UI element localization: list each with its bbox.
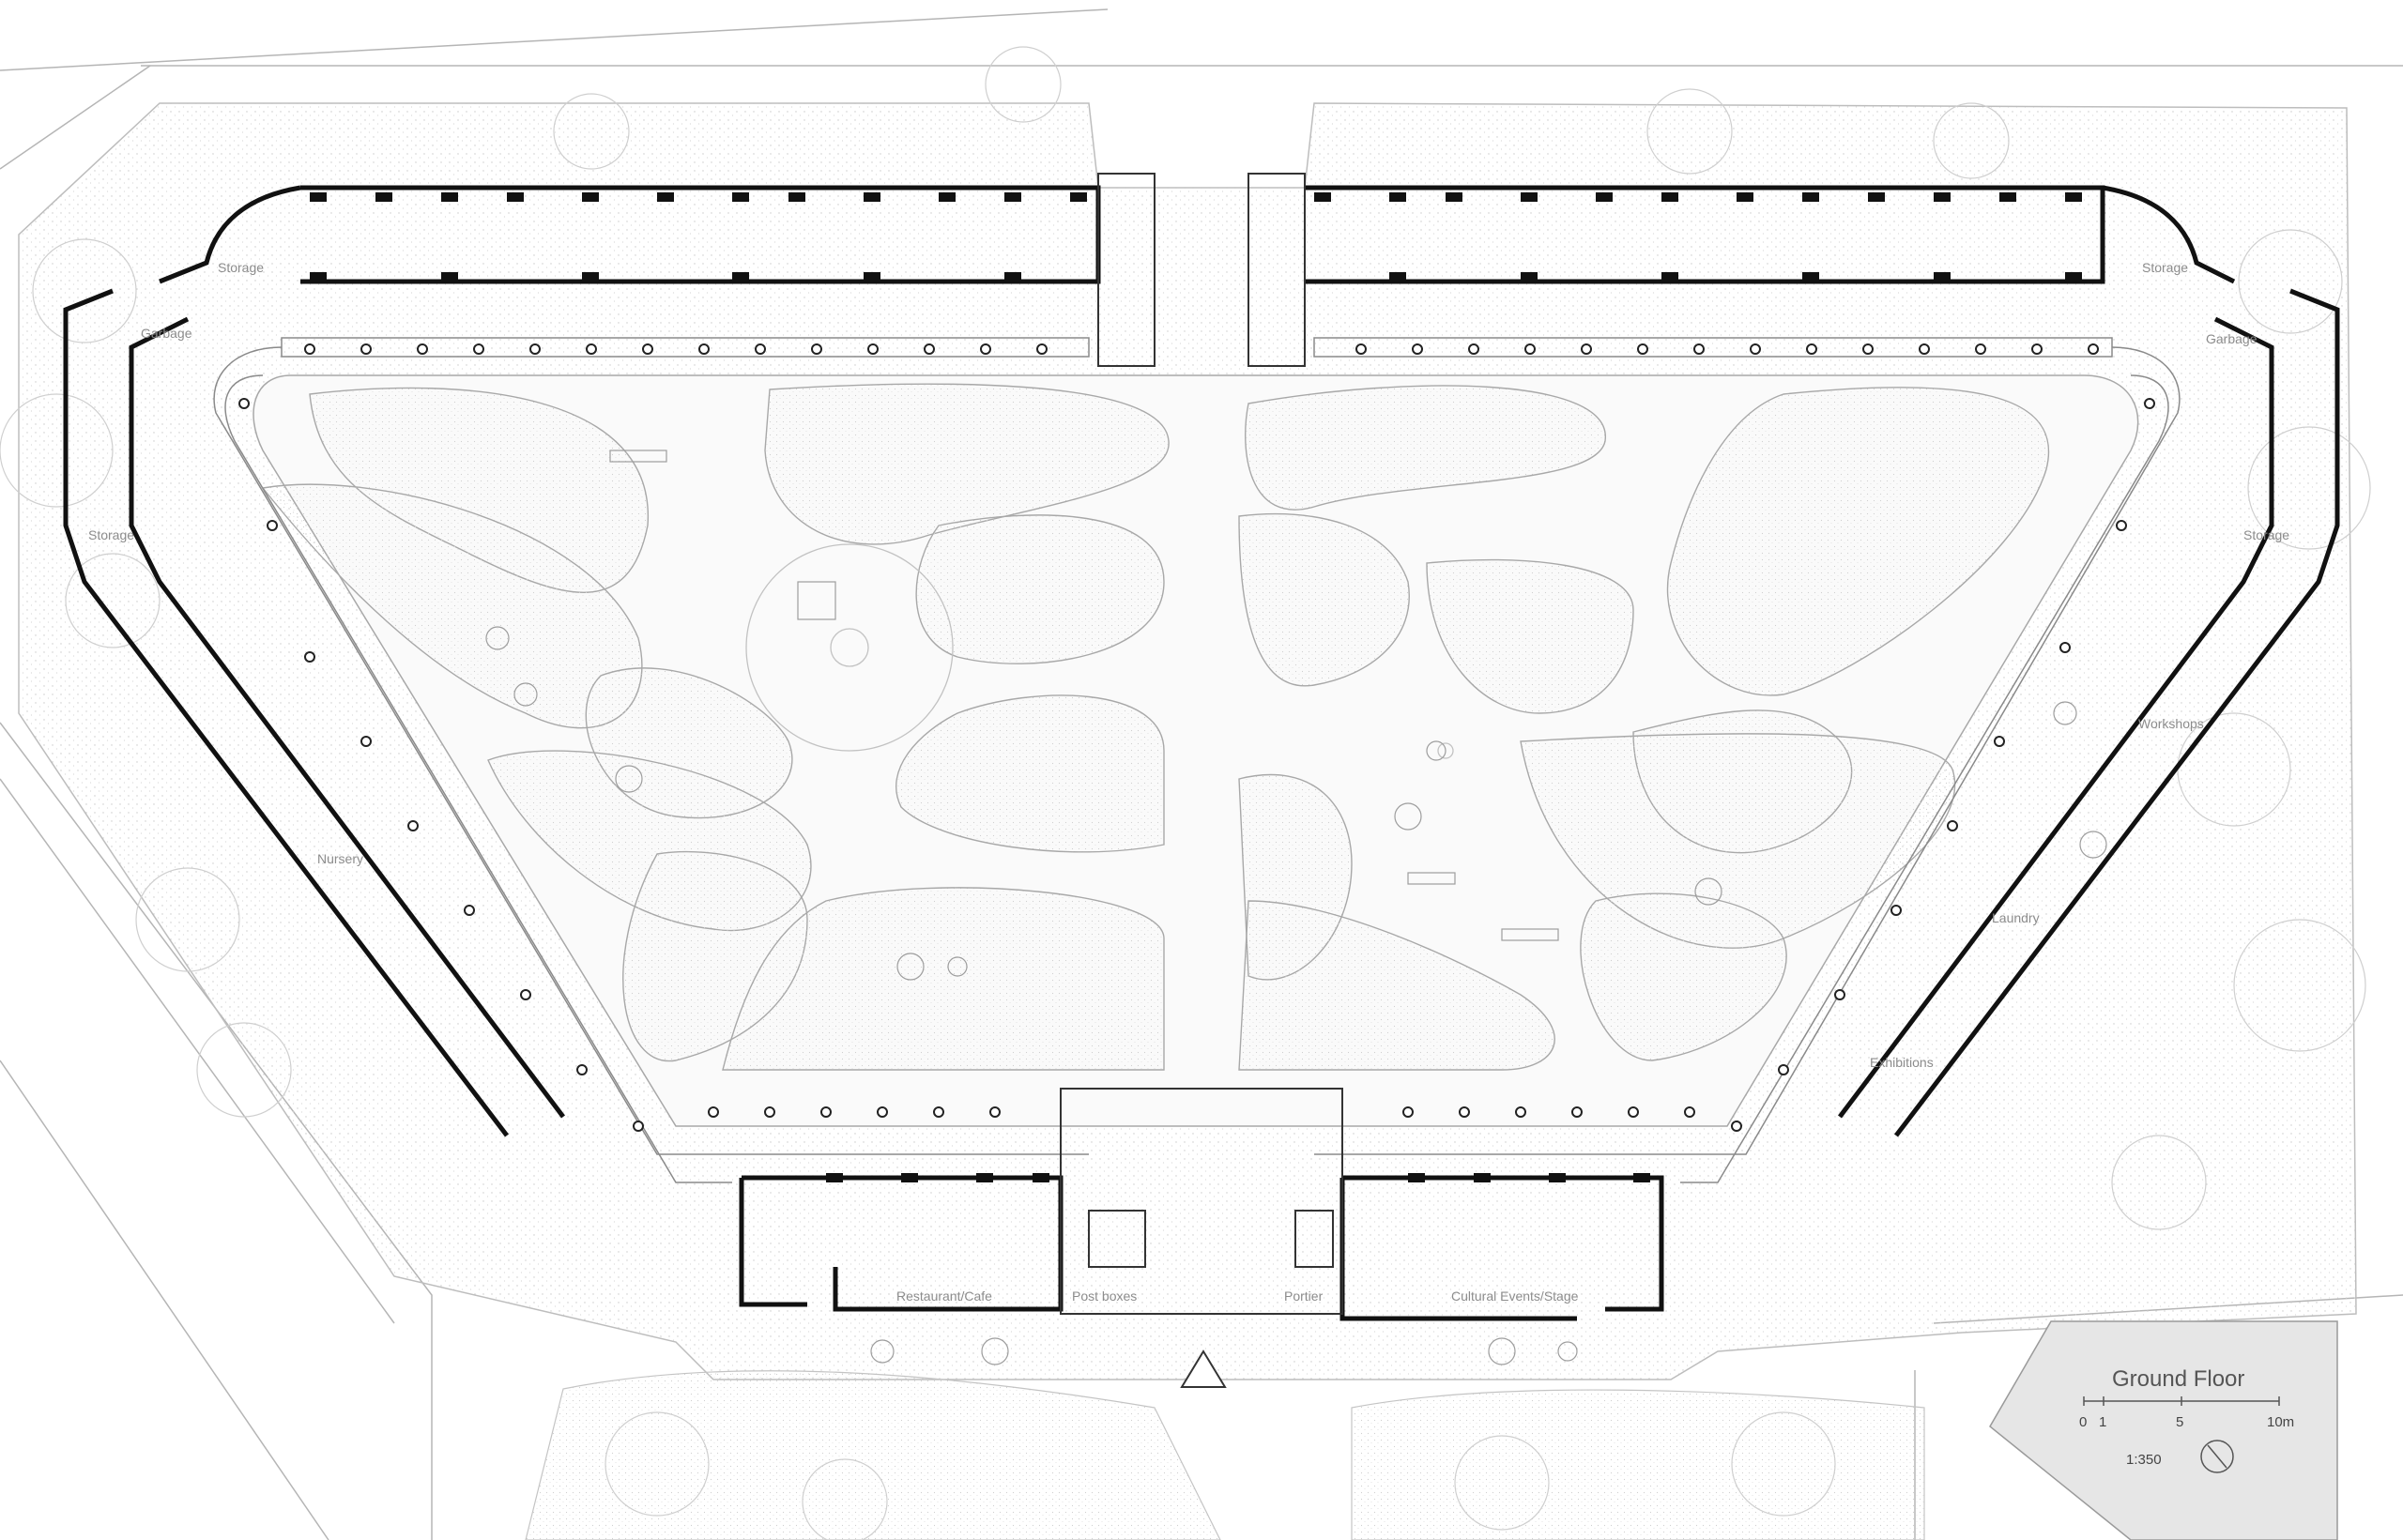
scale-tick-0: 0 <box>2079 1414 2087 1430</box>
scale-bar <box>2083 1396 2280 1406</box>
entrance-triangle-icon <box>1180 1349 1227 1388</box>
arcade-columns <box>238 343 2155 1132</box>
garden-beds <box>261 383 2050 1071</box>
room-label-garbage-e: Garbage <box>2206 331 2258 346</box>
scale-tick-10m: 10m <box>2267 1414 2294 1430</box>
room-label-post-boxes: Post boxes <box>1072 1288 1137 1304</box>
room-label-workshops: Workshops <box>2138 716 2204 731</box>
wall-piers <box>310 192 2082 1182</box>
room-label-storage-ne: Storage <box>2142 260 2188 275</box>
legend-title: Ground Floor <box>2112 1366 2244 1392</box>
room-label-nursery: Nursery <box>317 851 363 866</box>
room-labels: Storage Garbage Storage Nursery Storage … <box>88 260 2289 1304</box>
room-label-laundry: Laundry <box>1992 910 2040 925</box>
room-label-cultural: Cultural Events/Stage <box>1451 1288 1579 1304</box>
gate-structures <box>1060 173 1343 1315</box>
scale-tick-5: 5 <box>2176 1414 2183 1430</box>
tree-canopies <box>0 46 2371 1540</box>
room-label-storage-w: Storage <box>88 527 134 542</box>
building-walls <box>63 185 2340 1321</box>
legend-panel: Ground Floor 0 1 5 10m 1:350 <box>1989 1320 2338 1540</box>
scale-tick-1: 1 <box>2099 1414 2106 1430</box>
central-plaza <box>745 543 1454 759</box>
room-label-storage-e: Storage <box>2243 527 2289 542</box>
scale-ratio: 1:350 <box>2126 1452 2162 1468</box>
room-label-garbage-w: Garbage <box>141 326 192 341</box>
room-label-portier: Portier <box>1284 1288 1324 1304</box>
street-lines <box>0 8 2403 1540</box>
south-east-garden <box>1351 1389 1925 1540</box>
arcade <box>213 337 2181 1183</box>
room-label-storage-nw: Storage <box>218 260 264 275</box>
room-label-exhibitions: Exhibitions <box>1870 1055 1934 1070</box>
north-arrow-icon <box>2200 1440 2234 1473</box>
site-furniture <box>485 450 2107 1365</box>
south-garden <box>525 1370 1221 1540</box>
legend-background <box>1989 1320 2338 1540</box>
room-label-restaurant: Restaurant/Cafe <box>896 1288 992 1304</box>
